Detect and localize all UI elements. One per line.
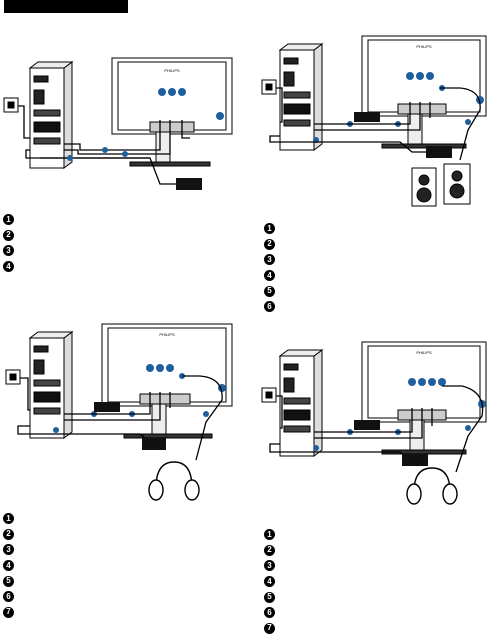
step-number: 4 [3, 560, 14, 572]
power-outlet-icon [5, 369, 21, 385]
connection-diagram-1: PHILIPS [0, 50, 240, 205]
step-number: 1 [3, 513, 14, 525]
power-outlet-icon [261, 79, 277, 95]
step-item: 7 [3, 605, 14, 621]
step-number: 3 [264, 254, 275, 266]
step-number: 1 [264, 223, 275, 235]
step-number: 2 [3, 229, 14, 241]
step-item: 6 [264, 299, 275, 315]
step-number: 3 [3, 245, 14, 257]
step-item: 3 [264, 252, 275, 268]
monitor-back-icon: PHILIPS [101, 323, 233, 439]
step-number: 1 [264, 529, 275, 541]
step-number: 7 [3, 606, 14, 618]
speakers-icon [411, 163, 471, 207]
step-item: 4 [264, 574, 275, 590]
step-number: 4 [3, 261, 14, 273]
connection-diagram-4: PHILIPS [250, 336, 490, 521]
power-adapter-icon [40, 157, 202, 190]
step-item: 3 [264, 558, 275, 574]
step-list-1: 1 2 3 4 [3, 212, 14, 274]
step-number: 6 [264, 607, 275, 619]
step-number: 1 [3, 214, 14, 226]
power-adapter-icon [354, 420, 380, 430]
step-number: 4 [264, 270, 275, 282]
brand-label: PHILIPS [159, 332, 175, 337]
step-item: 5 [264, 283, 275, 299]
step-item: 6 [264, 605, 275, 621]
power-outlet-icon [261, 387, 277, 403]
step-item: 4 [3, 259, 14, 275]
step-item: 3 [3, 243, 14, 259]
step-list-2: 1 2 3 4 5 6 [264, 221, 275, 315]
step-item: 4 [264, 268, 275, 284]
step-item: 6 [3, 589, 14, 605]
step-list-4: 1 2 3 4 5 6 7 [264, 527, 275, 636]
connection-diagram-3: PHILIPS [0, 318, 240, 503]
step-item: 4 [3, 558, 14, 574]
step-list-3: 1 2 3 4 5 6 7 [3, 511, 14, 620]
step-number: 2 [264, 544, 275, 556]
step-number: 3 [3, 544, 14, 556]
step-number: 6 [264, 301, 275, 313]
power-adapter-icon [354, 112, 380, 122]
step-number: 7 [264, 622, 275, 634]
step-number: 5 [3, 575, 14, 587]
connection-diagram-2: PHILIPS [250, 30, 490, 215]
power-adapter-icon [94, 402, 120, 412]
headphones-icon [148, 461, 200, 501]
computer-tower-icon [28, 61, 74, 169]
step-number: 4 [264, 576, 275, 588]
step-item: 2 [264, 543, 275, 559]
step-item: 2 [264, 237, 275, 253]
step-item: 3 [3, 542, 14, 558]
headphones-icon [406, 467, 458, 505]
power-adapter-icon [426, 146, 452, 158]
step-item: 2 [3, 228, 14, 244]
computer-tower-icon [28, 331, 74, 439]
step-item: 5 [264, 589, 275, 605]
step-item: 2 [3, 527, 14, 543]
step-number: 2 [264, 238, 275, 250]
step-item: 5 [3, 573, 14, 589]
port-markers [158, 88, 224, 120]
power-adapter-icon [402, 454, 428, 466]
brand-label: PHILIPS [164, 68, 180, 73]
power-adapter-icon [142, 438, 166, 450]
monitor-back-icon: PHILIPS [361, 35, 487, 149]
computer-tower-icon [278, 349, 324, 457]
step-item: 1 [3, 511, 14, 527]
computer-tower-icon [278, 43, 324, 151]
step-number: 2 [3, 528, 14, 540]
cables [18, 105, 190, 159]
step-item: 1 [264, 527, 275, 543]
step-item: 7 [264, 621, 275, 636]
step-number: 6 [3, 591, 14, 603]
brand-label: PHILIPS [416, 44, 432, 49]
brand-label: PHILIPS [416, 350, 432, 355]
power-outlet-icon [3, 97, 19, 113]
step-item: 1 [264, 221, 275, 237]
step-number: 5 [264, 591, 275, 603]
step-number: 5 [264, 285, 275, 297]
section-header-bar [4, 0, 128, 13]
step-number: 3 [264, 560, 275, 572]
step-item: 1 [3, 212, 14, 228]
